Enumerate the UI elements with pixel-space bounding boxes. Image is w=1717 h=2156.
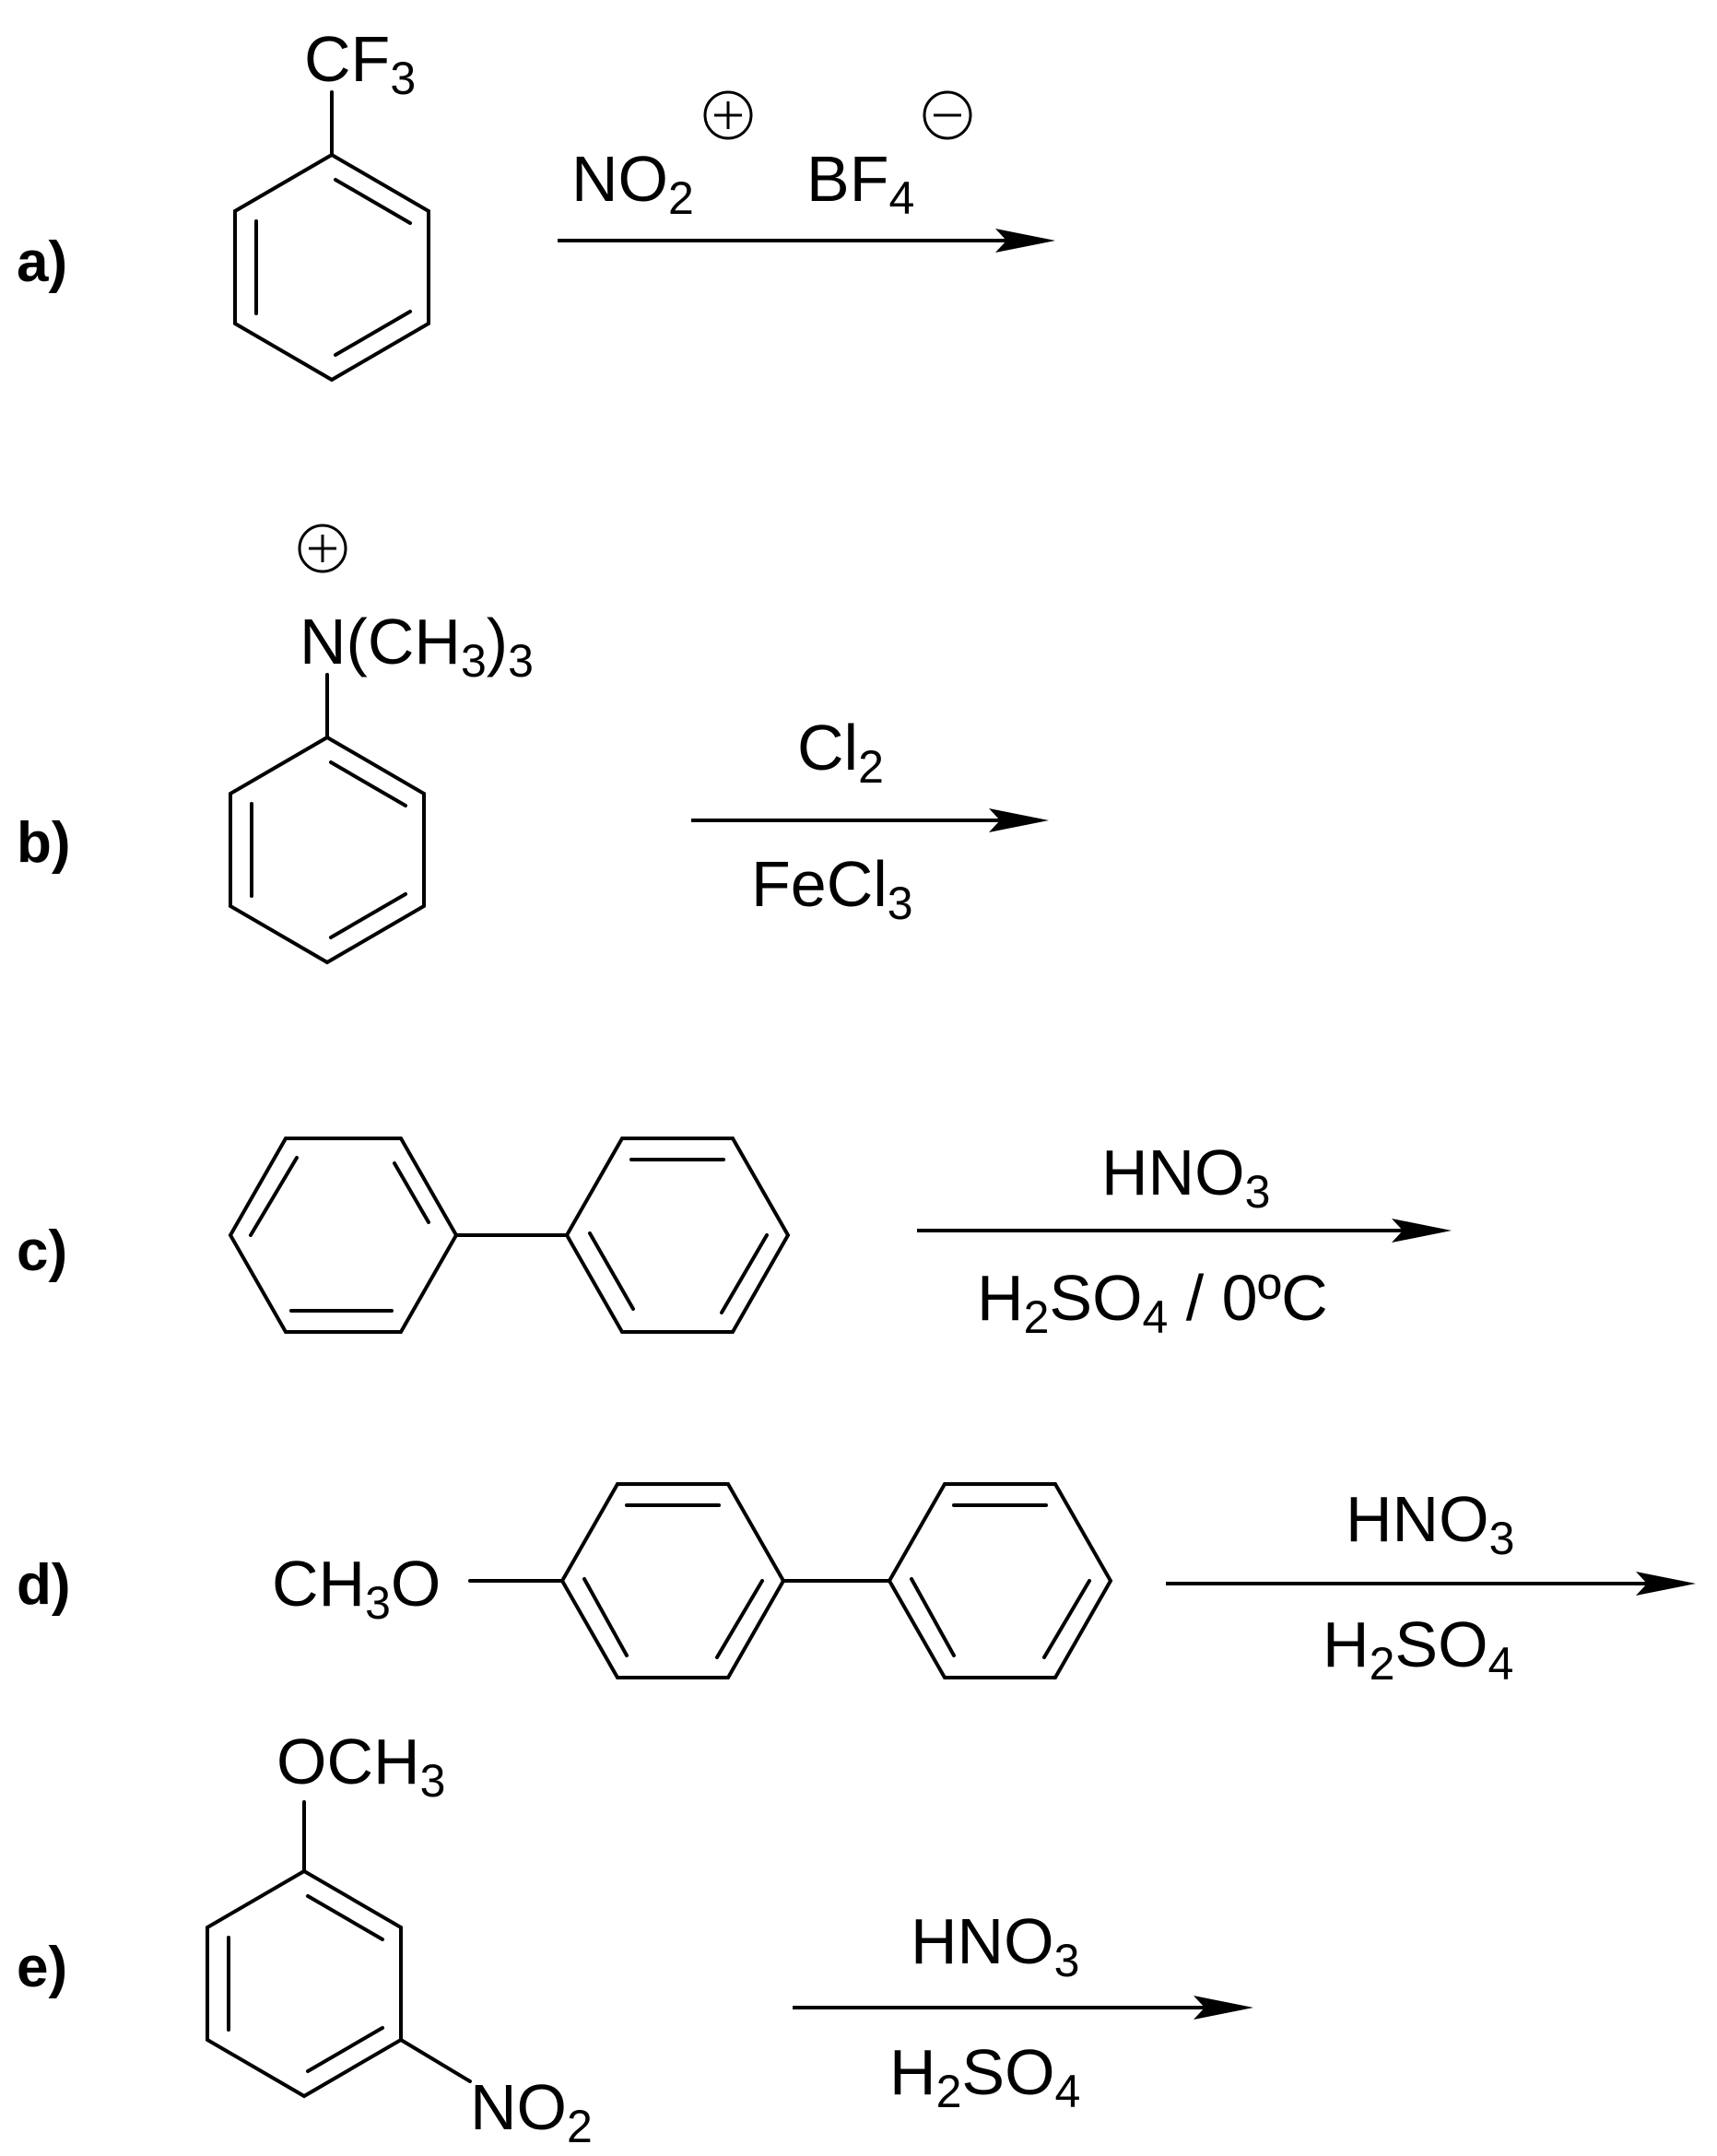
reagent-d-top: HNO3 xyxy=(1346,1483,1514,1564)
trimethylammonium-group: N(CH3)3 xyxy=(300,606,534,687)
reaction-c: c) HNO3 H2SO4 / 0ºC xyxy=(17,1137,1452,1343)
reagent-e-top: HNO3 xyxy=(911,1905,1079,1986)
reagent-c-bottom: H2SO4 / 0ºC xyxy=(977,1262,1328,1343)
reaction-d-label: d) xyxy=(17,1553,71,1617)
cf3-group: CF3 xyxy=(304,23,416,104)
reaction-a: a) CF3 NO2 BF4 xyxy=(17,23,1055,383)
reaction-b: b) N(CH3)3 Cl2 FeCl3 xyxy=(17,524,1049,965)
plus-charge-icon xyxy=(703,90,753,140)
reaction-e-label: e) xyxy=(17,1936,67,1999)
plus-charge-icon xyxy=(298,524,347,573)
reaction-arrow-c xyxy=(917,1219,1452,1243)
benzene-ring-a xyxy=(233,90,430,383)
reagent-d-bottom: H2SO4 xyxy=(1323,1608,1513,1690)
reagent-e-bottom: H2SO4 xyxy=(889,2036,1080,2117)
nitro-group-e: NO2 xyxy=(470,2071,593,2151)
methoxy-group-d: CH3O xyxy=(272,1548,441,1629)
reaction-arrow-e xyxy=(793,1996,1253,2020)
reaction-arrow-a xyxy=(558,229,1055,253)
minus-charge-icon xyxy=(923,90,972,140)
benzene-ring-b xyxy=(229,673,426,965)
reaction-arrow-b xyxy=(691,808,1049,832)
reaction-arrow-d xyxy=(1166,1572,1696,1596)
reaction-c-label: c) xyxy=(17,1219,67,1283)
reagent-c-top: HNO3 xyxy=(1101,1137,1270,1218)
nitroanisole-ring-e xyxy=(206,1800,472,2099)
biphenyl-c xyxy=(228,1137,791,1334)
tetrafluoroborate-ion: BF4 xyxy=(806,143,914,224)
methoxy-group-e: OCH3 xyxy=(276,1726,445,1807)
methoxybiphenyl-d xyxy=(468,1482,1113,1679)
reagent-b-top: Cl2 xyxy=(797,712,884,793)
reaction-d: d) CH3O HNO3 H2SO4 xyxy=(17,1482,1696,1690)
reaction-a-label: a) xyxy=(17,230,67,294)
reaction-e: e) OCH3 NO2 HNO3 H2SO4 xyxy=(17,1726,1253,2152)
reaction-b-label: b) xyxy=(17,811,71,875)
reagent-b-bottom: FeCl3 xyxy=(751,848,913,929)
nitronium-ion: NO2 xyxy=(571,143,694,224)
